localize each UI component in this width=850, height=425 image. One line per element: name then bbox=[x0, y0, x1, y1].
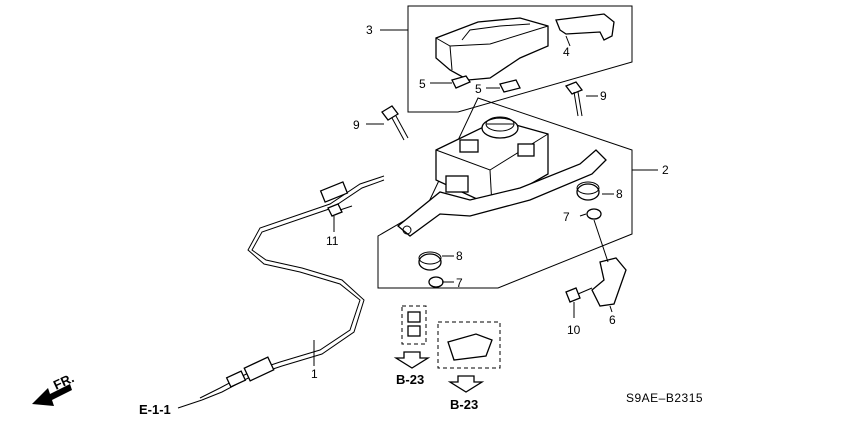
diagram-code: S9AE–B2315 bbox=[626, 391, 703, 405]
leader-lines bbox=[177, 29, 658, 409]
label-part-7: 7 bbox=[563, 210, 570, 224]
reference-labels: B-23 B-23 E-1-1 FR. S9AE–B2315 bbox=[51, 370, 703, 417]
label-part-10: 10 bbox=[567, 323, 581, 337]
down-arrow-icon bbox=[447, 375, 485, 393]
label-part-11: 11 bbox=[326, 234, 339, 248]
label-part-7: 7 bbox=[456, 276, 463, 290]
actuator-assembly bbox=[377, 97, 633, 289]
ref-box-left bbox=[401, 305, 427, 345]
label-part-9: 9 bbox=[353, 118, 360, 132]
bracket-6 bbox=[591, 257, 627, 307]
ref-e11[interactable]: E-1-1 bbox=[139, 402, 171, 417]
down-arrow-icon bbox=[393, 351, 431, 369]
label-part-2: 2 bbox=[662, 163, 669, 177]
cover-assembly bbox=[407, 5, 633, 113]
bolt-11 bbox=[327, 203, 353, 217]
bolt-9-right bbox=[564, 81, 584, 117]
bolt-9-left bbox=[381, 105, 409, 141]
part-labels: 3 4 5 5 9 9 2 8 7 8 7 11 1 10 6 bbox=[311, 23, 669, 381]
label-part-6: 6 bbox=[609, 313, 616, 327]
label-part-9: 9 bbox=[600, 89, 607, 103]
ref-b23-left[interactable]: B-23 bbox=[396, 372, 424, 387]
control-cable bbox=[199, 175, 385, 401]
label-part-8: 8 bbox=[616, 187, 623, 201]
front-label: FR. bbox=[51, 370, 76, 392]
label-part-4: 4 bbox=[563, 45, 570, 59]
front-arrow-icon bbox=[32, 384, 72, 406]
label-part-8: 8 bbox=[456, 249, 463, 263]
label-part-1: 1 bbox=[311, 367, 318, 381]
label-part-3: 3 bbox=[366, 23, 373, 37]
bolt-10 bbox=[565, 287, 593, 303]
ref-box-right bbox=[437, 321, 501, 369]
ref-b23-right[interactable]: B-23 bbox=[450, 397, 478, 412]
label-part-5: 5 bbox=[475, 82, 482, 96]
label-part-5: 5 bbox=[419, 77, 426, 91]
